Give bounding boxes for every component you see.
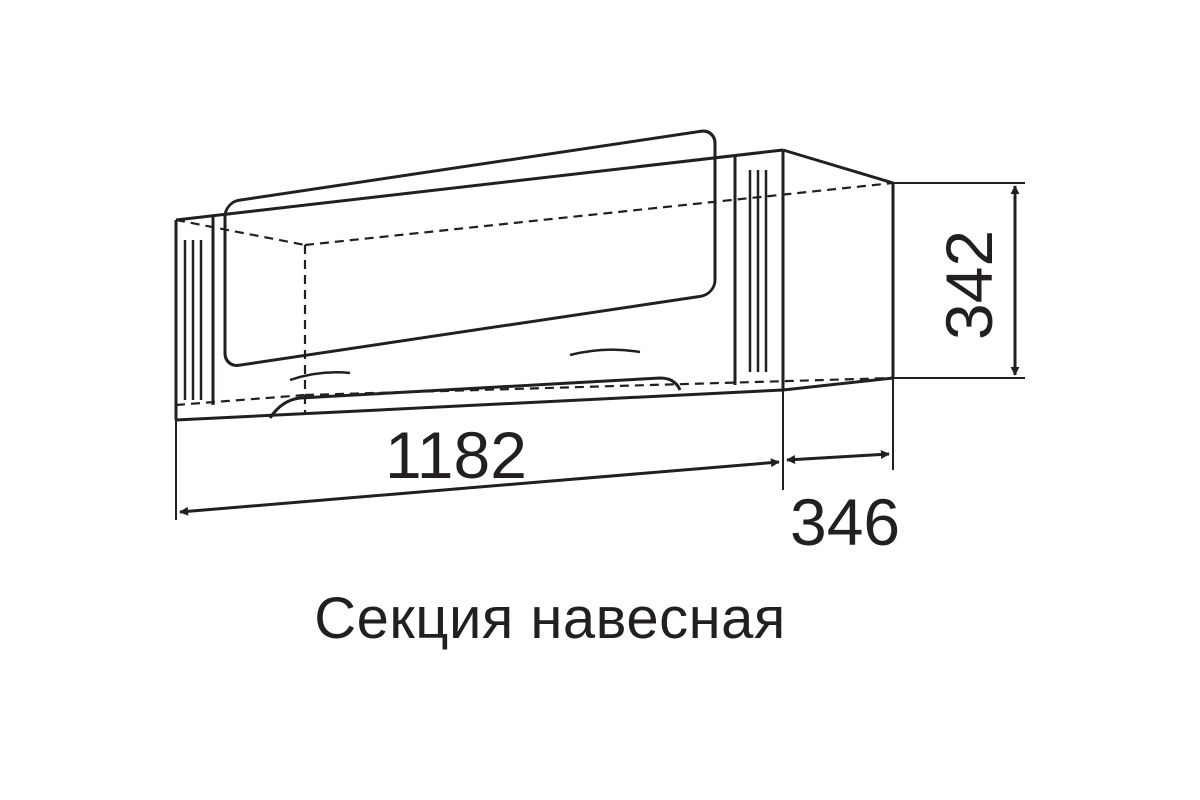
cabinet-glass-frame bbox=[223, 129, 717, 367]
width-label: 1182 bbox=[385, 418, 527, 492]
depth-dimension: 346 bbox=[786, 449, 900, 559]
width-dimension-line bbox=[179, 458, 780, 516]
depth-dimension-line bbox=[786, 449, 890, 465]
cabinet-outline bbox=[174, 148, 895, 422]
cabinet-hidden-lines bbox=[175, 181, 894, 415]
depth-label: 346 bbox=[790, 485, 900, 559]
drawing-caption: Секция навесная bbox=[314, 586, 786, 651]
height-label: 342 bbox=[932, 230, 1006, 340]
cabinet-handles bbox=[289, 348, 641, 382]
cabinet-side-grooves bbox=[183, 170, 768, 400]
width-dimension: 1182 bbox=[179, 418, 780, 516]
dimension-extension-lines bbox=[175, 182, 1025, 520]
height-dimension: 342 bbox=[932, 185, 1020, 376]
